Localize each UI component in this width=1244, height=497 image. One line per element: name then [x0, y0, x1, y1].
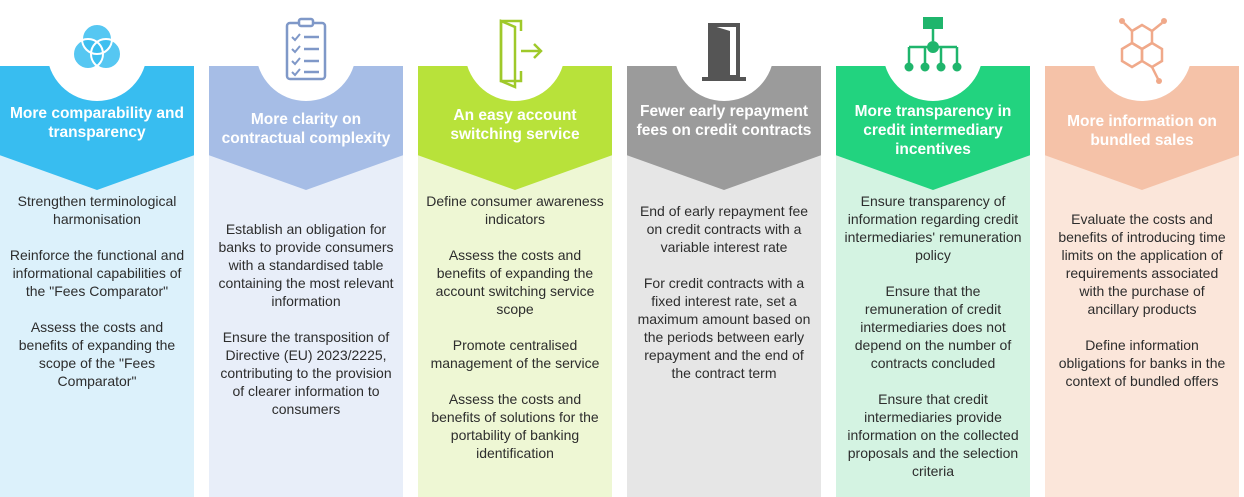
checklist-icon — [285, 17, 327, 81]
overlapping-circles-icon — [72, 23, 122, 70]
column-title: More transparency in credit intermediary… — [854, 103, 1012, 158]
list-item: Ensure that credit intermediaries provid… — [847, 391, 1019, 479]
list-item: Strengthen terminological harmonisation — [17, 193, 177, 227]
column-items: Establish an obligation for banks to pro… — [217, 220, 395, 418]
column-items: Ensure transparency of information regar… — [844, 192, 1022, 480]
column-body — [1045, 150, 1239, 497]
list-item: Assess the costs and benefits of solutio… — [431, 391, 599, 461]
list-item: For credit contracts with a fixed intere… — [637, 275, 811, 381]
column-title: Fewer early repayment fees on credit con… — [636, 103, 812, 139]
column-body — [836, 150, 1030, 497]
column-title: More comparability and transparency — [10, 105, 184, 141]
icon-circle — [47, 1, 147, 101]
column-credit-intermediary: More transparency in credit intermediary… — [836, 0, 1030, 497]
column-clarity: More clarity on contractual complexity E… — [209, 0, 403, 497]
column-items: End of early repayment fee on credit con… — [635, 202, 813, 382]
icon-circle — [883, 1, 983, 101]
list-item: Establish an obligation for banks to pro… — [218, 221, 394, 309]
column-early-repayment: Fewer early repayment fees on credit con… — [627, 0, 821, 497]
icon-circle — [256, 1, 356, 101]
hexagon-molecule-icon — [1119, 18, 1167, 84]
icon-circle — [465, 1, 565, 101]
icon-circle — [674, 1, 774, 101]
column-items: Strengthen terminological harmonisation … — [8, 192, 186, 390]
list-item: Evaluate the costs and benefits of intro… — [1058, 211, 1226, 317]
door-icon — [702, 23, 746, 81]
list-item: Define consumer awareness indicators — [426, 193, 604, 227]
hierarchy-network-icon — [904, 17, 962, 72]
list-item: Ensure the transposition of Directive (E… — [220, 329, 392, 417]
icon-circle — [1092, 1, 1192, 101]
column-comparability: More comparability and transparency Stre… — [0, 0, 194, 497]
column-title: More information on bundled sales — [1067, 113, 1217, 149]
column-bundled-sales: More information on bundled sales Evalua… — [1045, 0, 1239, 497]
column-body — [627, 150, 821, 497]
list-item: End of early repayment fee on credit con… — [639, 203, 809, 255]
list-item: Define information obligations for banks… — [1058, 337, 1226, 389]
list-item: Assess the costs and benefits of expandi… — [435, 247, 595, 317]
list-item: Ensure transparency of information regar… — [844, 193, 1022, 263]
list-item: Assess the costs and benefits of expandi… — [18, 319, 176, 389]
column-items: Define consumer awareness indicators Ass… — [426, 192, 604, 462]
list-item: Reinforce the functional and information… — [9, 247, 185, 299]
list-item: Ensure that the remuneration of credit i… — [854, 283, 1012, 371]
column-body — [0, 150, 194, 497]
column-title: More clarity on contractual complexity — [221, 111, 391, 147]
list-item: Promote centralised management of the se… — [430, 337, 600, 371]
column-body — [418, 150, 612, 497]
column-items: Evaluate the costs and benefits of intro… — [1053, 210, 1231, 390]
column-account-switching: An easy account switching service Define… — [418, 0, 612, 497]
column-title: An easy account switching service — [450, 107, 580, 143]
column-body — [209, 150, 403, 497]
exit-door-arrow-icon — [499, 19, 543, 89]
